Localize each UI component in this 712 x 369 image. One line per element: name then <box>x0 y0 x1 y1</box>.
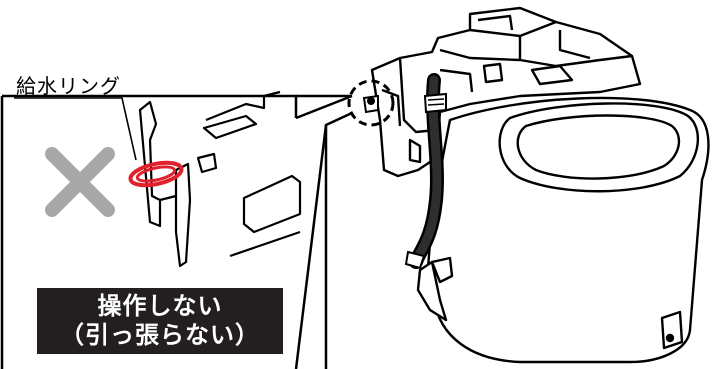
water-ring-label: 給水リング <box>16 74 121 98</box>
warning-line1: 操作しない <box>97 292 223 320</box>
water-ring <box>128 160 184 188</box>
warning-box: 操作しない （引っ張らない） <box>37 288 283 354</box>
supply-hose <box>404 73 447 270</box>
warning-line2: （引っ張らない） <box>60 321 260 349</box>
detail-highlight-circle <box>347 79 395 127</box>
detail-callout <box>0 94 353 369</box>
prohibited-cross-icon <box>45 147 115 217</box>
toilet-unit <box>370 6 710 364</box>
leader-line <box>14 97 137 161</box>
valve-detail <box>138 90 302 268</box>
